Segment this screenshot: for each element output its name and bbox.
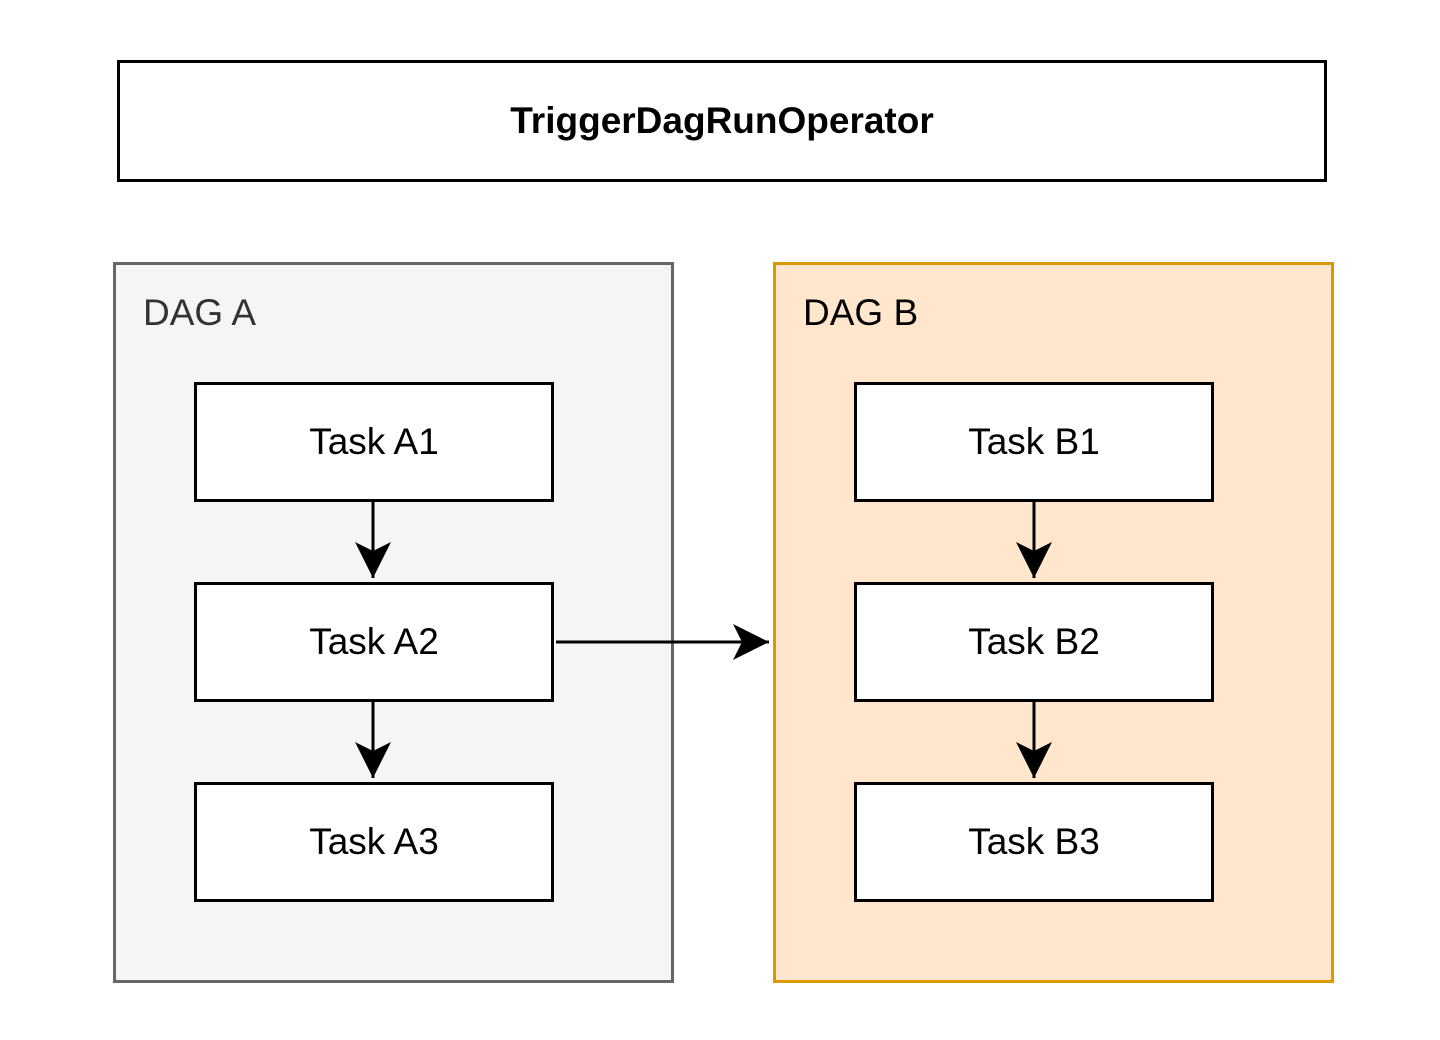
task-a1-node: Task A1 [194, 382, 554, 502]
task-a2-node: Task A2 [194, 582, 554, 702]
dag-b-container: DAG B Task B1 Task B2 Task B3 [773, 262, 1334, 983]
title-node: TriggerDagRunOperator [117, 60, 1327, 182]
dag-a-container: DAG A Task A1 Task A2 Task A3 [113, 262, 674, 983]
task-b3-node: Task B3 [854, 782, 1214, 902]
dag-a-label: DAG A [143, 292, 257, 333]
dag-b-label: DAG B [803, 292, 919, 333]
task-b1-node: Task B1 [854, 382, 1214, 502]
task-a3-node: Task A3 [194, 782, 554, 902]
title-label: TriggerDagRunOperator [510, 100, 934, 141]
task-b2-node: Task B2 [854, 582, 1214, 702]
